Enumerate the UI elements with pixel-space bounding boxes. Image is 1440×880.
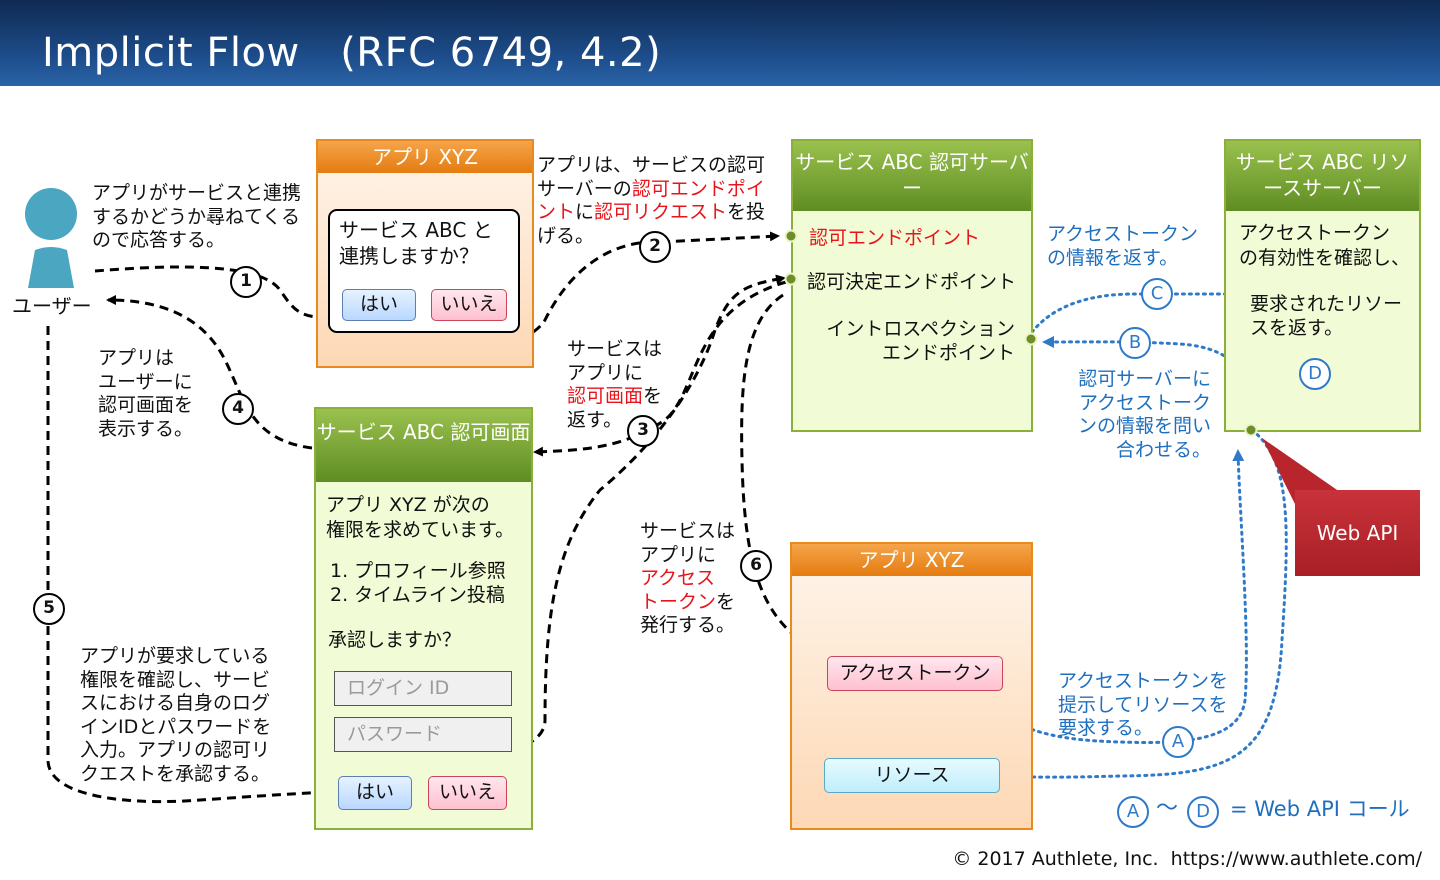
password-input[interactable]: パスワード xyxy=(334,717,512,752)
user-icon xyxy=(25,188,77,288)
permission-timeline: 2. タイムライン投稿 xyxy=(330,584,505,606)
api-a-marker: A xyxy=(1162,726,1194,758)
title-bar: Implicit Flow (RFC 6749, 4.2) xyxy=(0,0,1440,86)
legend-tilde: ～ xyxy=(1156,796,1179,821)
api-a-description: アクセストークンを 提示してリソースを 要求する。 xyxy=(1058,670,1229,739)
resource-server-title: サービス ABC リソースサーバー xyxy=(1226,141,1419,211)
user-label: ユーザー xyxy=(12,294,92,318)
resource-return-text: 要求されたリソー スを返す。 xyxy=(1250,293,1403,339)
authorization-screen-title: サービス ABC 認可画面 xyxy=(316,409,531,482)
web-api-callout: Web API xyxy=(1295,490,1420,576)
authorization-screen-panel: サービス ABC 認可画面 アプリ XYZ が次の 権限を求めています。 1. … xyxy=(314,407,533,830)
app-xyz-token-panel: アプリ XYZ アクセストークン リソース xyxy=(790,542,1033,830)
step-5-marker: 5 xyxy=(33,593,65,625)
step4-description: アプリは ユーザーに 認可画面を 表示する。 xyxy=(98,347,194,440)
api-c-marker: C xyxy=(1141,278,1173,310)
access-token-box: アクセストークン xyxy=(827,656,1003,691)
resource-box: リソース xyxy=(824,758,1000,793)
api-c-description: アクセストークン の情報を返す。 xyxy=(1047,223,1199,269)
resource-server-panel: サービス ABC リソースサーバー アクセストークン の有効性を確認し、 要求さ… xyxy=(1224,139,1421,432)
decision-endpoint-label: 認可決定エンドポイント xyxy=(807,271,1017,293)
approve-question: 承認しますか？ xyxy=(328,629,462,651)
app-xyz-token-title: アプリ XYZ xyxy=(792,544,1031,576)
legend-text: = Web API コール xyxy=(1230,797,1410,821)
arrow-step-4 xyxy=(106,295,313,450)
api-b-description: 認可サーバーに アクセストーク ンの情報を問い 合わせる。 xyxy=(1078,368,1212,461)
permission-profile: 1. プロフィール参照 xyxy=(330,560,506,582)
page-title: Implicit Flow (RFC 6749, 4.2) xyxy=(42,30,662,76)
arrow-step-2 xyxy=(378,231,780,352)
authorization-server-panel: サービス ABC 認可サーバー 認可エンドポイント 認可決定エンドポイント イン… xyxy=(791,139,1033,432)
app-xyz-title: アプリ XYZ xyxy=(318,141,532,173)
api-d-marker: D xyxy=(1299,358,1331,390)
token-validation-text: アクセストークン の有効性を確認し、 xyxy=(1239,222,1411,269)
copyright: © 2017 Authlete, Inc. https://www.authle… xyxy=(952,848,1422,870)
authorization-request-text: アプリ XYZ が次の 権限を求めています。 xyxy=(326,494,515,541)
step6-description: サービスは アプリに アクセス トークンを 発行する。 xyxy=(640,520,736,636)
arrow-step-1 xyxy=(94,265,337,323)
legend-from-marker: A xyxy=(1117,796,1149,828)
step1-description: アプリがサービスと連携 するかどうか尋ねてくる ので応答する。 xyxy=(92,182,302,251)
api-path-a xyxy=(973,449,1248,745)
api-b-marker: B xyxy=(1119,327,1151,359)
app-xyz-dialog-panel: アプリ XYZ サービス ABC と 連携しますか？ はい いいえ xyxy=(316,139,534,368)
step-4-marker: 4 xyxy=(222,393,254,425)
api-path-c xyxy=(1030,288,1241,334)
link-confirm-dialog: サービス ABC と 連携しますか？ はい いいえ xyxy=(328,209,520,333)
step-2-marker: 2 xyxy=(639,231,671,263)
login-id-input[interactable]: ログイン ID xyxy=(334,671,512,706)
approve-no-button[interactable]: いいえ xyxy=(428,776,507,810)
arrow-step-5 xyxy=(46,326,336,804)
introspection-endpoint-label: イントロスペクション エンドポイント xyxy=(826,318,1015,364)
step-1-marker: 1 xyxy=(230,266,262,298)
step-6-marker: 6 xyxy=(740,550,772,582)
step5-description: アプリが要求している 権限を確認し、サービ スにおける自身のログ インIDとパス… xyxy=(80,645,272,785)
authorization-endpoint-label: 認可エンドポイント xyxy=(809,227,981,249)
approve-yes-button[interactable]: はい xyxy=(338,776,412,810)
api-path-b xyxy=(1042,335,1253,432)
link-question: サービス ABC と 連携しますか？ xyxy=(339,218,493,268)
step2-description: アプリは、サービスの認可 サーバーの認可エンドポイ ントに認可リクエストを投 げ… xyxy=(537,154,766,247)
link-no-button[interactable]: いいえ xyxy=(431,289,507,321)
authorization-server-title: サービス ABC 認可サーバー xyxy=(793,141,1031,211)
link-yes-button[interactable]: はい xyxy=(342,289,416,321)
step-3-marker: 3 xyxy=(627,415,659,447)
step3-description: サービスは アプリに 認可画面を 返す。 xyxy=(567,338,663,431)
legend-to-marker: D xyxy=(1187,796,1219,828)
